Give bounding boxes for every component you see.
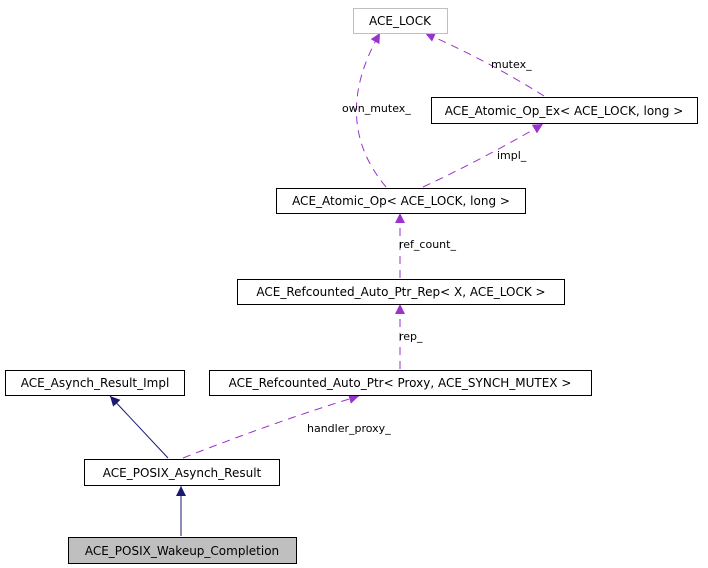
edge-label-own-mutex: own_mutex_ bbox=[342, 102, 411, 115]
node-label: ACE_Refcounted_Auto_Ptr_Rep< X, ACE_LOCK… bbox=[256, 285, 545, 299]
node-label: ACE_Asynch_Result_Impl bbox=[21, 376, 170, 390]
node-atomic-op-ex[interactable]: ACE_Atomic_Op_Ex< ACE_LOCK, long > bbox=[431, 97, 698, 124]
edge-inherit-asynch-result-impl bbox=[109, 395, 169, 459]
node-label: ACE_Atomic_Op< ACE_LOCK, long > bbox=[292, 194, 510, 208]
edge-handler-proxy bbox=[182, 394, 360, 459]
edge-label-handler-proxy: handler_proxy_ bbox=[307, 422, 391, 435]
node-label: ACE_POSIX_Wakeup_Completion bbox=[85, 544, 279, 558]
edge-label-impl: impl_ bbox=[497, 149, 527, 162]
node-asynch-result-impl[interactable]: ACE_Asynch_Result_Impl bbox=[5, 370, 185, 396]
node-auto-ptr-rep[interactable]: ACE_Refcounted_Auto_Ptr_Rep< X, ACE_LOCK… bbox=[237, 279, 565, 305]
edge-own-mutex bbox=[356, 32, 387, 188]
edge-label-mutex: mutex_ bbox=[491, 58, 532, 71]
node-label: ACE_POSIX_Asynch_Result bbox=[103, 466, 262, 480]
node-label: ACE_Atomic_Op_Ex< ACE_LOCK, long > bbox=[445, 104, 684, 118]
node-atomic-op[interactable]: ACE_Atomic_Op< ACE_LOCK, long > bbox=[276, 188, 526, 214]
node-label: ACE_Refcounted_Auto_Ptr< Proxy, ACE_SYNC… bbox=[229, 376, 572, 390]
edge-impl bbox=[422, 123, 544, 188]
node-label: ACE_LOCK bbox=[369, 14, 432, 28]
node-ace-lock[interactable]: ACE_LOCK bbox=[353, 8, 448, 34]
edge-mutex bbox=[424, 32, 545, 97]
node-auto-ptr[interactable]: ACE_Refcounted_Auto_Ptr< Proxy, ACE_SYNC… bbox=[209, 370, 592, 396]
edge-label-rep: rep_ bbox=[399, 330, 423, 343]
node-posix-wakeup-completion: ACE_POSIX_Wakeup_Completion bbox=[68, 537, 297, 564]
node-posix-asynch-result[interactable]: ACE_POSIX_Asynch_Result bbox=[84, 459, 280, 486]
edge-label-ref-count: ref_count_ bbox=[399, 238, 456, 251]
